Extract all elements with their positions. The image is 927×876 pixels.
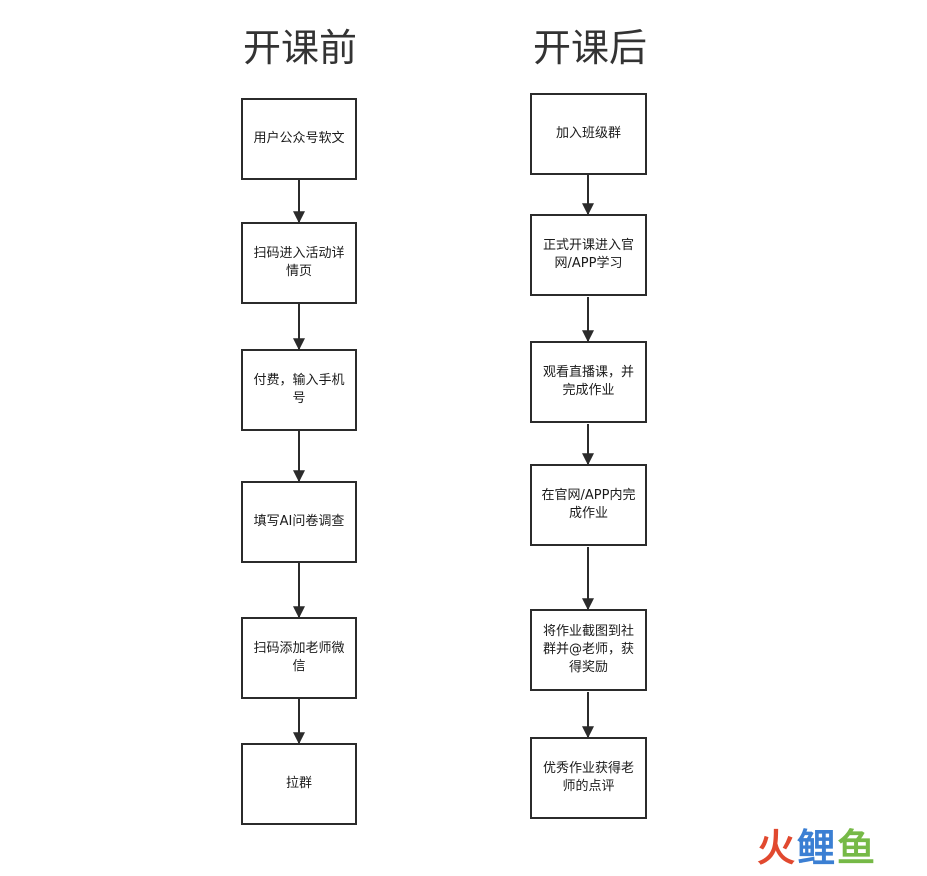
before-step-4: 填写AI问卷调查 bbox=[241, 481, 357, 563]
before-step-3: 付费，输入手机号 bbox=[241, 349, 357, 431]
after-step-1: 加入班级群 bbox=[530, 93, 647, 175]
before-step-6: 拉群 bbox=[241, 743, 357, 825]
watermark-char-1: 火 bbox=[757, 826, 798, 870]
after-step-3: 观看直播课，并完成作业 bbox=[530, 341, 647, 423]
before-step-1: 用户公众号软文 bbox=[241, 98, 357, 180]
watermark-char-2: 鲤 bbox=[797, 826, 838, 870]
column-title-after: 开课后 bbox=[532, 26, 647, 70]
after-step-6: 优秀作业获得老师的点评 bbox=[530, 737, 647, 819]
after-step-5: 将作业截图到社群并@老师，获得奖励 bbox=[530, 609, 647, 691]
watermark-char-3: 鱼 bbox=[837, 826, 878, 870]
before-step-2: 扫码进入活动详情页 bbox=[241, 222, 357, 304]
watermark-logo: 火鲤鱼 bbox=[757, 826, 907, 870]
after-step-2: 正式开课进入官网/APP学习 bbox=[530, 214, 647, 296]
after-step-4: 在官网/APP内完成作业 bbox=[530, 464, 647, 546]
before-step-5: 扫码添加老师微信 bbox=[241, 617, 357, 699]
column-title-before: 开课前 bbox=[242, 26, 357, 70]
